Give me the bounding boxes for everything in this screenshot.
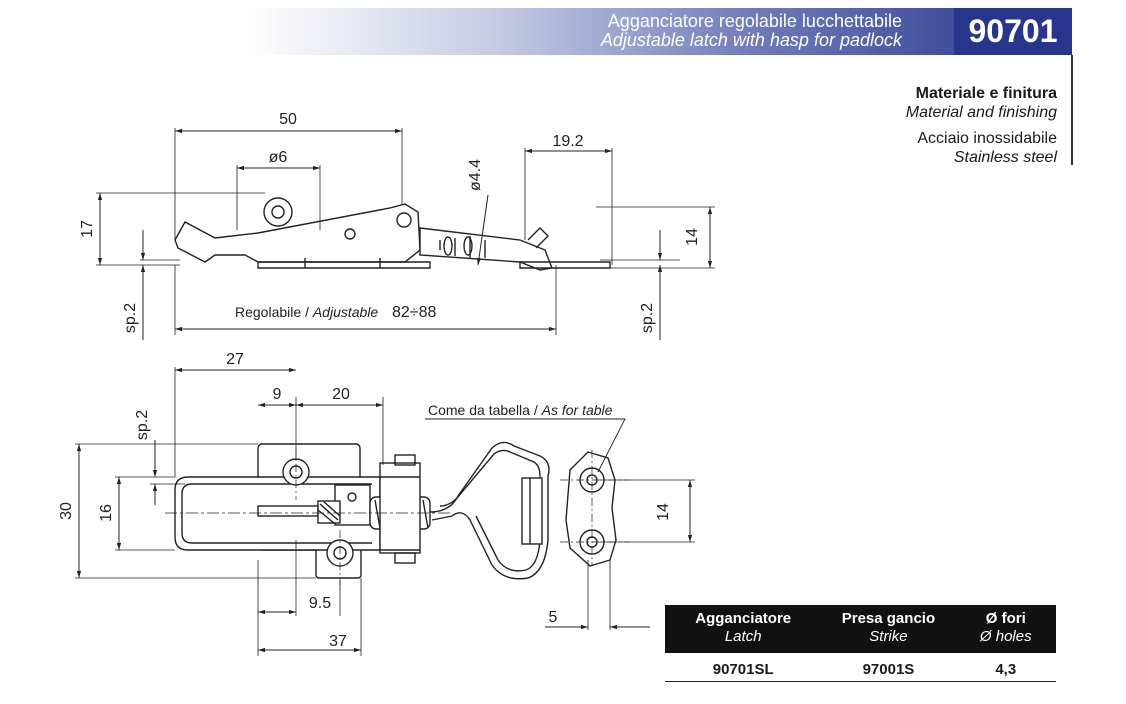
adjust-range: 82÷88 <box>392 304 436 321</box>
table-note-en: As for table <box>541 402 613 418</box>
dim-sp2-top: sp.2 <box>134 410 151 440</box>
table-note-it: Come da tabella / <box>428 402 542 418</box>
material-value-en: Stainless steel <box>953 149 1057 166</box>
cell-hole-dia: 4,3 <box>995 661 1017 678</box>
cell-strike-code: 97001S <box>862 661 915 678</box>
header-divider <box>1071 55 1073 165</box>
dim-4-4: ø4.4 <box>467 159 484 191</box>
dim-9: 9 <box>273 386 282 403</box>
dim-17: 17 <box>79 220 96 238</box>
dim-5: 5 <box>549 609 558 626</box>
material-value-it: Acciaio inossidabile <box>917 130 1057 147</box>
header-titles: Agganciatore regolabile lucchettabile Ad… <box>601 12 902 50</box>
dim-hole-6: ø6 <box>269 149 288 166</box>
dim-sp2-left: sp.2 <box>122 303 139 333</box>
dim-30: 30 <box>58 502 75 520</box>
dim-14-strike: 14 <box>655 503 672 521</box>
title-english: Adjustable latch with hasp for padlock <box>600 30 902 50</box>
dim-37: 37 <box>329 633 347 650</box>
dim-9-5: 9.5 <box>309 595 331 612</box>
dim-16: 16 <box>98 504 115 522</box>
dim-sp2-right: sp.2 <box>639 303 656 333</box>
material-value: Acciaio inossidabile Stainless steel <box>917 129 1057 167</box>
table-row: 90701SL 97001S 4,3 <box>665 653 1056 682</box>
dim-14-side: 14 <box>684 228 701 246</box>
cell-latch-code: 90701SL <box>712 661 774 678</box>
dim-27: 27 <box>226 351 244 368</box>
dim-20: 20 <box>332 386 350 403</box>
material-label-it: Materiale e finitura <box>915 85 1057 102</box>
dim-19-2: 19.2 <box>552 133 583 150</box>
product-code: 90701 <box>954 8 1072 55</box>
table-note: Come da tabella / As for table <box>428 402 613 418</box>
adjust-label: Regolabile / Adjustable <box>235 304 378 320</box>
dim-50: 50 <box>279 111 297 128</box>
header-band <box>248 8 1072 55</box>
material-label: Materiale e finitura Material and finish… <box>906 84 1057 122</box>
adjust-label-en: Adjustable <box>312 304 379 320</box>
material-label-en: Material and finishing <box>905 104 1057 121</box>
side-view-latch <box>174 197 611 271</box>
title-italian: Agganciatore regolabile lucchettabile <box>607 11 902 31</box>
top-view-latch <box>174 441 617 580</box>
adjust-label-it: Regolabile / <box>235 304 313 320</box>
